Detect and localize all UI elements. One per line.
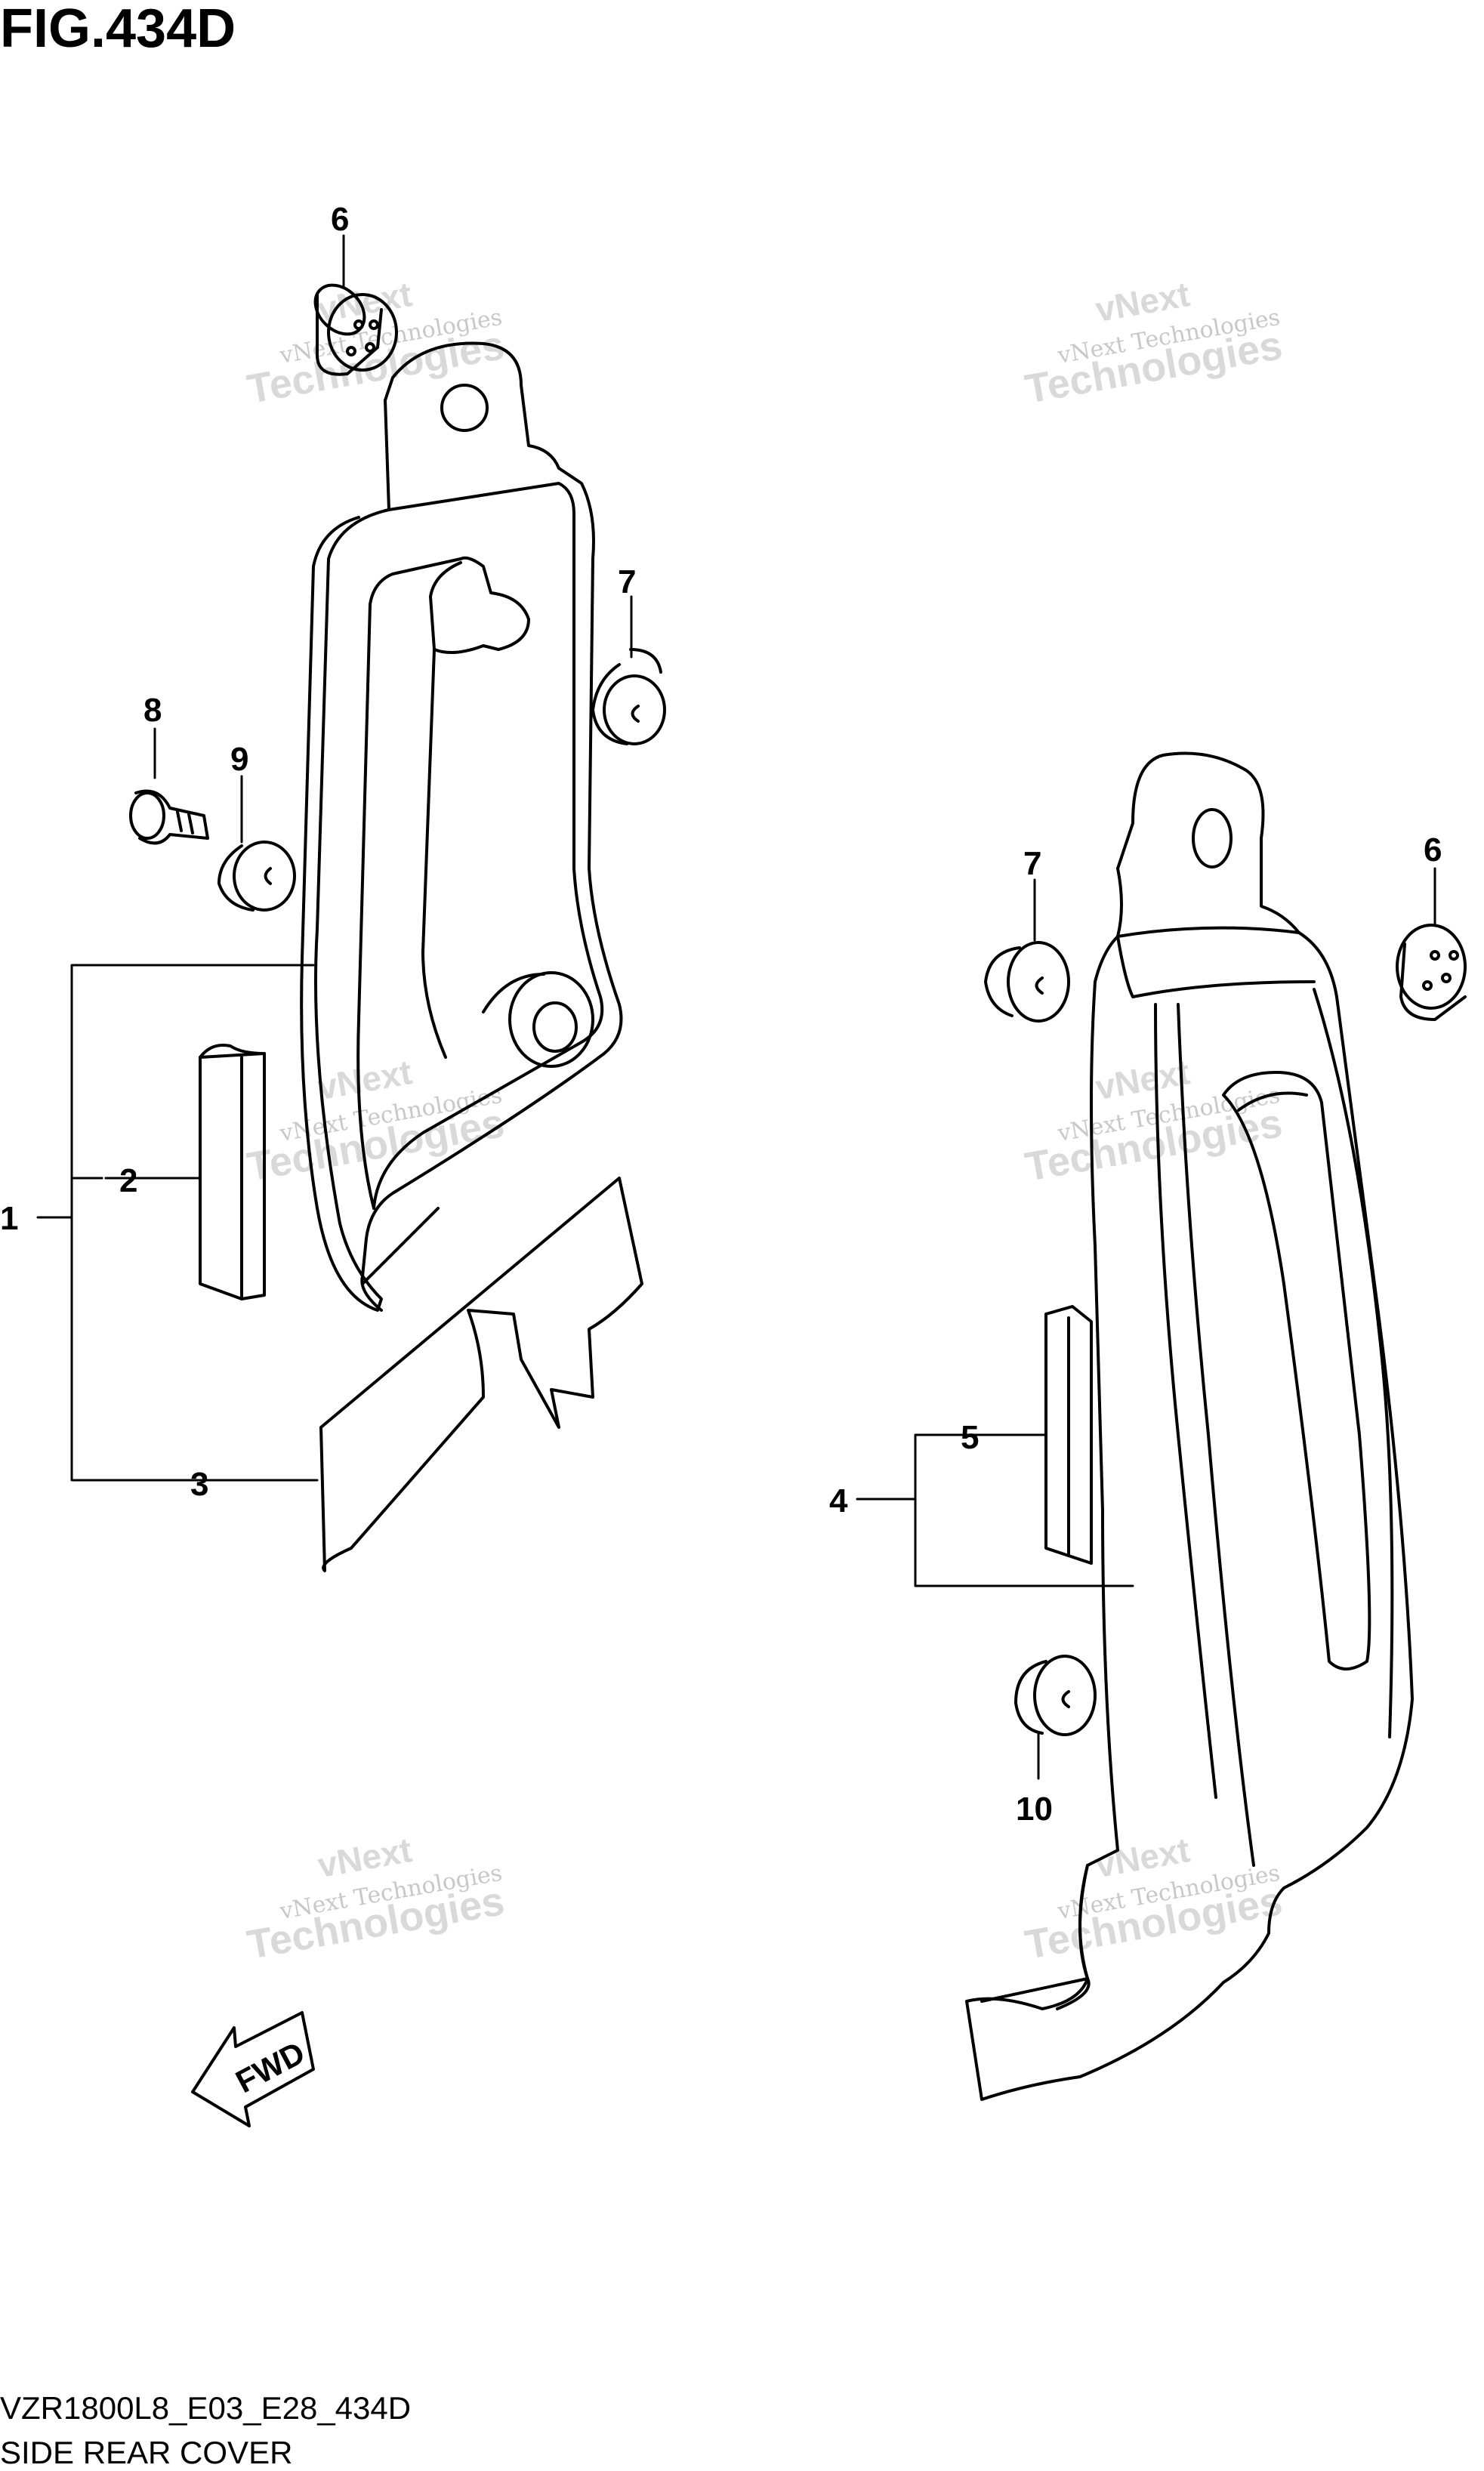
cover-mounting-hole xyxy=(440,384,489,432)
model-code: VZR1800L8_E03_E28_434D xyxy=(0,2390,411,2426)
figure-title: FIG.434D xyxy=(0,0,236,59)
callout-3: 3 xyxy=(190,1466,208,1503)
fwd-arrow-icon xyxy=(191,2011,315,2127)
grommet-6-top xyxy=(313,283,398,376)
grommet-9 xyxy=(218,841,296,912)
grommet-7-right xyxy=(984,941,1070,1023)
callout-9: 9 xyxy=(230,741,248,778)
callout-4: 4 xyxy=(829,1482,848,1519)
callout-5: 5 xyxy=(961,1419,979,1456)
cover-boss xyxy=(508,971,594,1068)
callout-8: 8 xyxy=(143,692,162,729)
left-side-cover xyxy=(300,341,623,1312)
plate-3 xyxy=(319,1177,643,1572)
callout-7: 7 xyxy=(618,563,636,600)
cover-mounting-hole xyxy=(1192,808,1233,868)
callout-1: 1 xyxy=(0,1200,18,1237)
watermark-group: vNext vNext Technologies Technologies vN… xyxy=(244,274,1285,1968)
grommet-7-left xyxy=(591,648,666,745)
trim-strip-5 xyxy=(1044,1305,1093,1565)
grommet-10 xyxy=(1014,1655,1097,1736)
leader-lines xyxy=(36,234,1436,1780)
grommet-6-right xyxy=(1396,924,1467,1021)
callout-labels: 6 7 8 9 1 2 3 7 6 5 4 10 xyxy=(0,201,1442,1828)
callout-6: 6 xyxy=(331,201,349,238)
callout-7: 7 xyxy=(1023,845,1041,882)
callout-6: 6 xyxy=(1424,831,1442,868)
callout-2: 2 xyxy=(119,1162,137,1199)
callout-10: 10 xyxy=(1016,1791,1053,1828)
bolt-8 xyxy=(129,789,209,845)
section-name: SIDE REAR COVER xyxy=(0,2435,292,2470)
right-side-cover xyxy=(965,751,1414,2101)
trim-strip-2 xyxy=(199,1044,266,1300)
